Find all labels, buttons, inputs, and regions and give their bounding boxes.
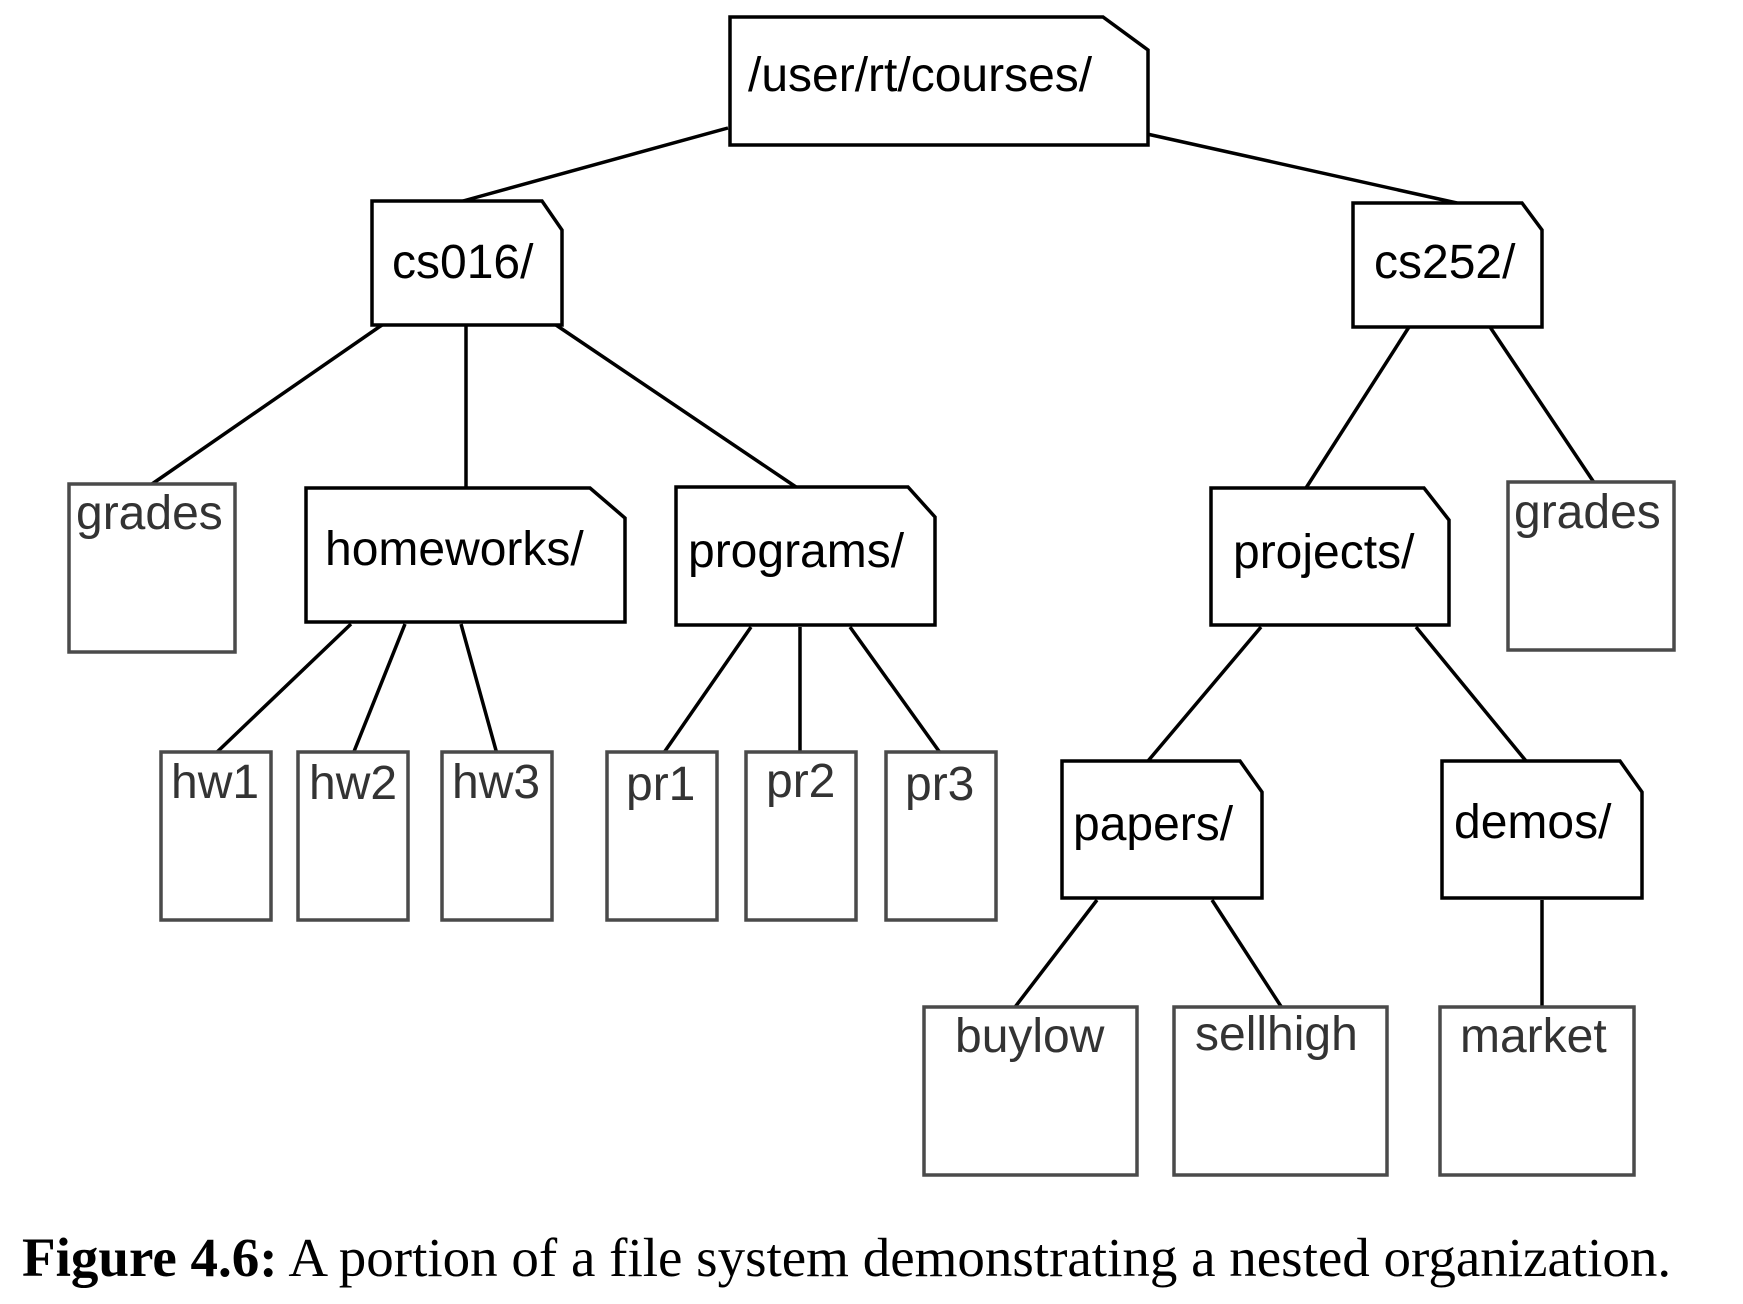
edge-homeworks-hw1 <box>213 622 353 756</box>
directory-node-root: /user/rt/courses/ <box>728 15 1150 147</box>
file-label-hw3: hw3 <box>452 756 540 809</box>
file-label-pr1: pr1 <box>626 758 695 811</box>
edge-cs252-projects <box>1304 326 1411 489</box>
file-label-market: market <box>1460 1010 1607 1063</box>
directory-node-projects: projects/ <box>1209 486 1451 627</box>
directory-label-root: /user/rt/courses/ <box>748 49 1093 102</box>
file-node-pr1: pr1 <box>605 750 719 922</box>
file-label-buylow: buylow <box>955 1010 1105 1063</box>
directory-node-cs016: cs016/ <box>370 199 564 327</box>
tree-edges <box>151 126 1597 1013</box>
figure-caption-label: Figure 4.6: <box>22 1227 278 1288</box>
directory-label-projects: projects/ <box>1233 526 1415 579</box>
file-node-hw3: hw3 <box>440 750 554 922</box>
edge-homeworks-hw3 <box>459 623 499 755</box>
edge-papers-sellhigh <box>1210 899 1286 1012</box>
file-node-buylow: buylow <box>922 1005 1139 1177</box>
edge-projects-papers <box>1146 625 1263 763</box>
file-label-hw2: hw2 <box>309 757 397 810</box>
directory-node-papers: papers/ <box>1060 759 1264 900</box>
edge-papers-buylow <box>1010 898 1099 1013</box>
directory-node-cs252: cs252/ <box>1351 201 1544 329</box>
file-label-pr2: pr2 <box>766 755 835 808</box>
directory-label-papers: papers/ <box>1073 798 1234 851</box>
file-node-sellhigh: sellhigh <box>1172 1005 1389 1177</box>
edge-cs016-grades <box>151 323 383 486</box>
edge-programs-pr3 <box>848 625 943 756</box>
file-node-pr2: pr2 <box>744 750 858 922</box>
edge-cs016-programs <box>555 323 797 489</box>
figure-caption: Figure 4.6: A portion of a file system d… <box>22 1227 1732 1289</box>
file-node-hw1: hw1 <box>159 750 273 922</box>
file-node-pr3: pr3 <box>884 750 998 922</box>
directory-label-cs252: cs252/ <box>1374 236 1516 289</box>
file-label-sellhigh: sellhigh <box>1195 1008 1358 1061</box>
edge-projects-demos <box>1414 625 1528 763</box>
file-node-market: market <box>1438 1005 1636 1177</box>
file-node-grades-cs252: grades <box>1506 480 1676 652</box>
edge-homeworks-hw2 <box>351 623 407 755</box>
file-label-pr3: pr3 <box>905 758 974 811</box>
edge-root-cs252 <box>1146 132 1458 205</box>
directory-label-homeworks: homeworks/ <box>325 523 584 576</box>
directory-label-programs: programs/ <box>688 525 905 578</box>
file-node-grades-cs016: grades <box>67 482 237 654</box>
file-node-hw2: hw2 <box>296 750 410 922</box>
directory-node-demos: demos/ <box>1440 759 1644 900</box>
edge-programs-pr1 <box>661 626 753 755</box>
file-label-grades-cs016: grades <box>76 487 223 540</box>
file-label-hw1: hw1 <box>171 756 259 809</box>
directory-node-homeworks: homeworks/ <box>304 486 627 624</box>
directory-node-programs: programs/ <box>674 485 937 627</box>
figure-caption-text: A portion of a file system demonstrating… <box>277 1227 1672 1288</box>
edge-root-cs016 <box>462 126 729 203</box>
directory-label-cs016: cs016/ <box>392 236 534 289</box>
edge-cs252-grades <box>1488 326 1597 485</box>
directory-label-demos: demos/ <box>1454 796 1612 849</box>
file-label-grades-cs252: grades <box>1514 486 1661 539</box>
